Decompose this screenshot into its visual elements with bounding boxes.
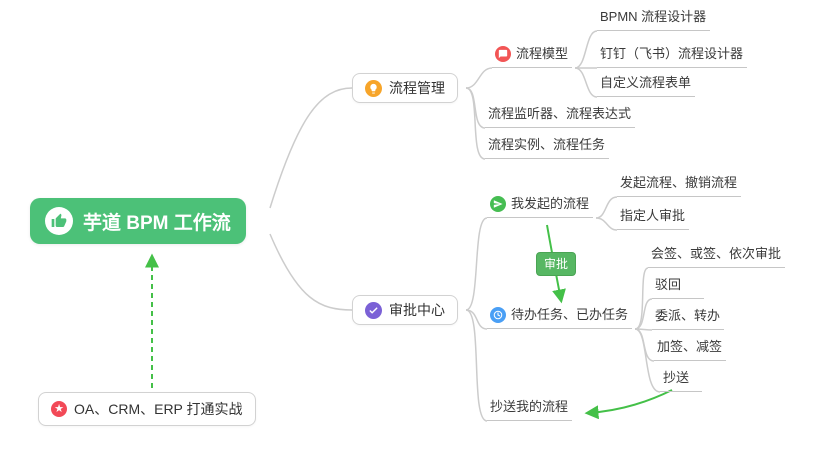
link-pm-process-model (465, 67, 493, 89)
root-label: 芋道 BPM 工作流 (83, 212, 231, 234)
node-delegate-transfer[interactable]: 委派、转办 (652, 307, 725, 330)
relation-arrow-cc (584, 389, 673, 420)
node-approval-center[interactable]: 审批中心 (352, 295, 458, 325)
node-practice[interactable]: ★ OA、CRM、ERP 打通实战 (38, 392, 256, 426)
node-reject[interactable]: 驳回 (652, 276, 704, 299)
link-todo-countersign (634, 267, 649, 330)
link-pm-instance (465, 87, 486, 160)
lightbulb-icon (365, 79, 382, 97)
link-root-approval-center (269, 233, 353, 311)
node-add-remove-sign[interactable]: 加签、减签 (654, 338, 727, 361)
node-label: 抄送 (663, 370, 690, 385)
chat-bubble-icon (495, 46, 511, 62)
node-label: 流程实例、流程任务 (488, 137, 606, 152)
node-todo-done[interactable]: 待办任务、已办任务 (487, 306, 633, 329)
node-label: 自定义流程表单 (600, 75, 692, 90)
node-label: 钉钉（飞书）流程设计器 (600, 46, 744, 61)
node-label: 委派、转办 (655, 308, 721, 323)
node-cc[interactable]: 抄送 (660, 369, 702, 392)
node-countersign[interactable]: 会签、或签、依次审批 (648, 245, 786, 268)
link-ac-todo-done (465, 309, 488, 330)
node-label: 我发起的流程 (511, 196, 590, 211)
node-label: BPMN 流程设计器 (600, 9, 707, 24)
link-ac-my-initiated (465, 217, 488, 311)
thumbs-up-icon (45, 207, 73, 235)
link-todo-reject (634, 298, 653, 330)
node-label: 加签、减签 (657, 339, 723, 354)
link-root-process-management (269, 87, 353, 209)
node-process-management[interactable]: 流程管理 (352, 73, 458, 103)
link-todo-cc (634, 328, 661, 393)
relation-label-approval[interactable]: 审批 (536, 252, 577, 276)
node-label: OA、CRM、ERP 打通实战 (74, 401, 243, 417)
node-assigned-approver[interactable]: 指定人审批 (617, 207, 690, 230)
node-label: 流程监听器、流程表达式 (488, 106, 632, 121)
link-init-assigned (595, 217, 618, 231)
link-ac-cc-my-process (465, 309, 488, 422)
star-icon: ★ (51, 401, 67, 417)
root-node[interactable]: 芋道 BPM 工作流 (30, 198, 246, 244)
node-initiate-cancel[interactable]: 发起流程、撤销流程 (617, 174, 742, 197)
node-process-model[interactable]: 流程模型 (492, 45, 573, 68)
node-instance-task[interactable]: 流程实例、流程任务 (485, 136, 610, 159)
paper-plane-icon (490, 196, 506, 212)
node-my-initiated[interactable]: 我发起的流程 (487, 195, 594, 218)
node-label: 发起流程、撤销流程 (620, 175, 738, 190)
node-custom-form[interactable]: 自定义流程表单 (597, 74, 696, 97)
star-glyph: ★ (54, 402, 64, 415)
node-dingtalk-designer[interactable]: 钉钉（飞书）流程设计器 (597, 45, 748, 68)
node-label: 流程管理 (389, 80, 445, 96)
link-model-bpmn (574, 30, 598, 69)
node-label: 待办任务、已办任务 (511, 307, 629, 322)
node-label: 抄送我的流程 (490, 399, 569, 414)
node-bpmn-designer[interactable]: BPMN 流程设计器 (597, 8, 711, 31)
clock-icon (490, 307, 506, 323)
node-listener-expression[interactable]: 流程监听器、流程表达式 (485, 105, 636, 128)
node-label: 指定人审批 (620, 208, 686, 223)
clipboard-check-icon (365, 301, 382, 319)
node-cc-my-process[interactable]: 抄送我的流程 (487, 398, 573, 421)
link-init-initiate-cancel (595, 196, 618, 219)
node-label: 会签、或签、依次审批 (651, 246, 782, 261)
link-model-customform (574, 67, 598, 98)
node-label: 驳回 (655, 277, 682, 292)
relation-label-text: 审批 (544, 257, 569, 271)
node-label: 审批中心 (389, 302, 445, 318)
node-label: 流程模型 (516, 46, 569, 61)
